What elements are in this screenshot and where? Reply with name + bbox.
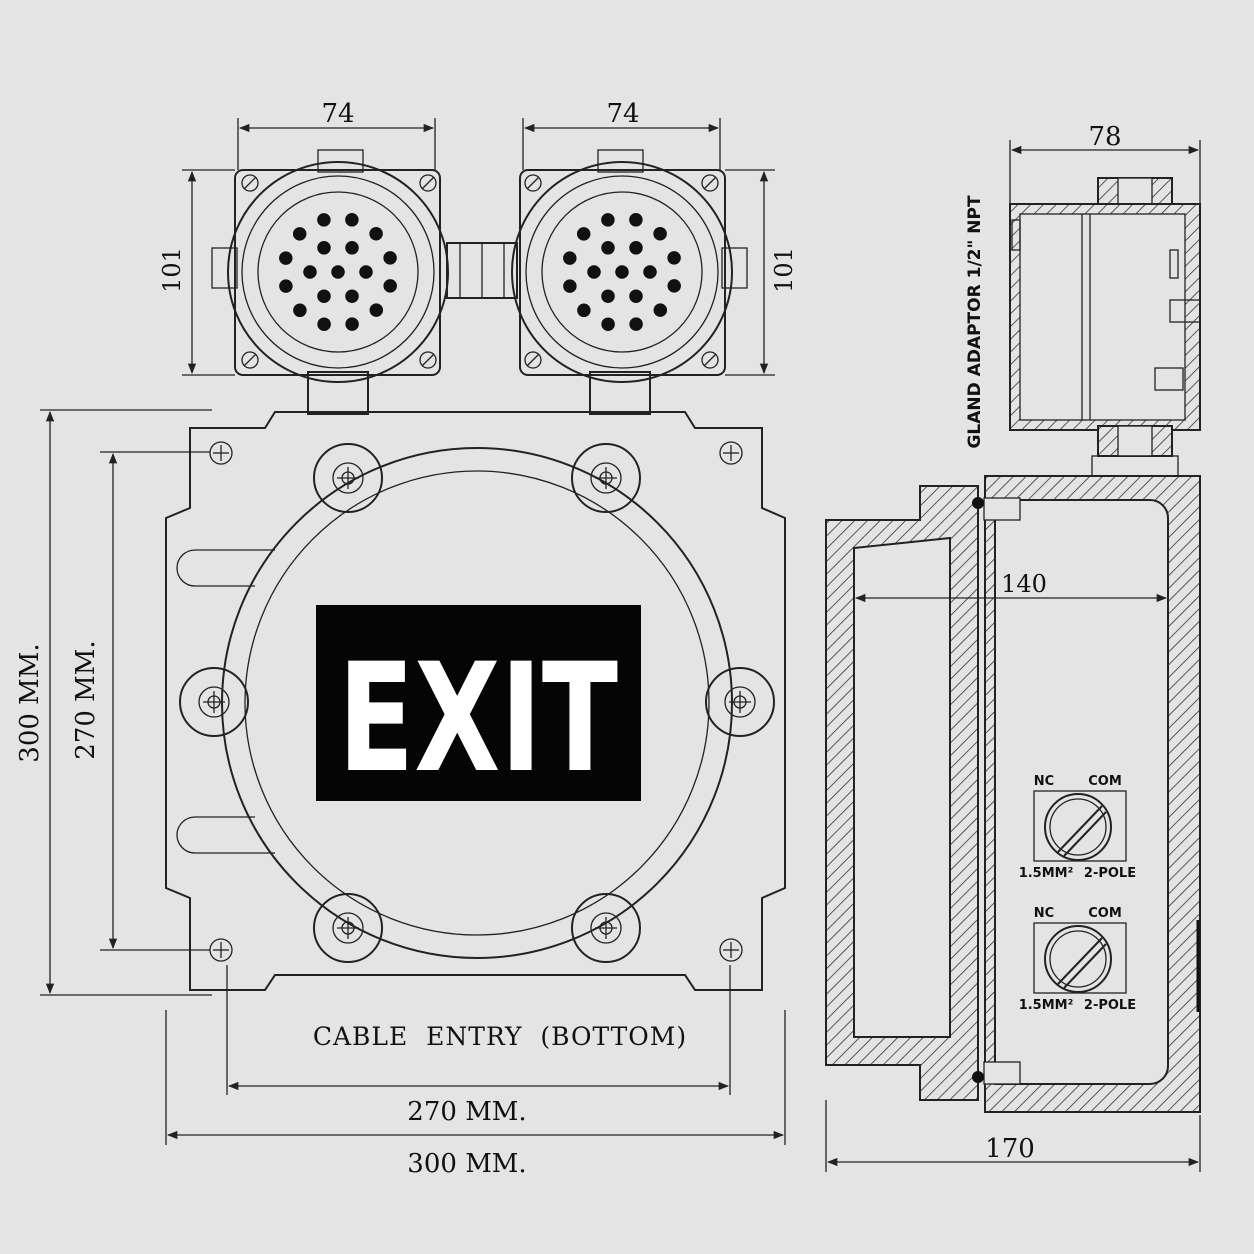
grille-hole (276, 276, 296, 296)
inner-height-label: 270 MM. (71, 640, 101, 759)
terminal-block-1: NC COM 1.5MM² 2-POLE (1019, 774, 1136, 881)
grille-hole (612, 262, 632, 282)
cable-entry-note: CABLE ENTRY (BOTTOM) (313, 1022, 687, 1051)
grille-hole (356, 262, 376, 282)
grille-hole (328, 262, 348, 282)
grille-hole (626, 210, 646, 230)
lamp-dimensions: 74 74 101 101 (158, 99, 798, 376)
grille-hole (314, 210, 334, 230)
exit-panel (316, 605, 641, 801)
grille-hole (626, 314, 646, 334)
front-dimensions: 300 MM. 270 MM. CABLE ENTRY (BOTTOM) 270… (15, 409, 786, 1179)
lamp-right-height-label: 101 (770, 247, 798, 293)
terminal-1-com: COM (1088, 774, 1122, 789)
side-total-depth-label: 170 (985, 1134, 1035, 1164)
grille-hole (560, 248, 580, 268)
grille-hole (598, 238, 618, 258)
lamp-right-width-label: 74 (606, 99, 639, 129)
lamp-left (211, 149, 449, 415)
terminal-1-wire: 1.5MM² (1019, 866, 1074, 881)
terminal-2-pole: 2-POLE (1084, 998, 1136, 1013)
lamp-heads (211, 149, 748, 415)
lamp-left-width-label: 74 (321, 99, 354, 129)
terminal-1-nc: NC (1034, 774, 1054, 789)
side-inner-depth-label: 140 (1001, 570, 1047, 598)
grille-hole (342, 238, 362, 258)
grille-hole (664, 276, 684, 296)
terminal-2-com: COM (1088, 906, 1122, 921)
grille-hole (574, 301, 594, 320)
grille-hole (640, 262, 660, 282)
grille-hole (290, 224, 309, 244)
gland-note: GLAND ADAPTOR 1/2" NPT (965, 195, 985, 448)
cover-lugs (179, 443, 775, 963)
grille-hole (650, 224, 670, 243)
exit-sign-text: EXIT (338, 632, 618, 806)
lamp-left-height-label: 101 (158, 247, 186, 293)
side-view: GLAND ADAPTOR 1/2" NPT 78 NC COM (825, 122, 1201, 1172)
grille-hole (626, 238, 646, 258)
grille-hole (314, 286, 334, 306)
grille-hole (560, 276, 580, 296)
grille-hole (664, 248, 684, 268)
terminal-2-nc: NC (1034, 906, 1054, 921)
cover-bolts (198, 462, 756, 944)
grille-hole (300, 262, 320, 282)
grille-hole (380, 276, 400, 296)
housing-section (825, 475, 1201, 1113)
grille-hole (598, 286, 618, 306)
grille-hole (584, 262, 604, 282)
grille-hole (314, 238, 334, 258)
front-body: EXIT (165, 411, 786, 991)
grille-hole (276, 248, 296, 268)
grille-hole (651, 300, 670, 320)
terminal-1-pole: 2-POLE (1084, 866, 1136, 881)
inner-width-label: 270 MM. (407, 1097, 526, 1127)
grille-hole (367, 300, 386, 320)
grille-hole (626, 286, 646, 306)
total-width-label: 300 MM. (407, 1149, 526, 1179)
grille-hole (342, 314, 362, 334)
total-height-label: 300 MM. (15, 643, 45, 762)
gland-width-label: 78 (1088, 122, 1121, 152)
terminal-2-wire: 1.5MM² (1019, 998, 1074, 1013)
grille-hole (598, 210, 618, 230)
grille-hole (290, 301, 310, 320)
terminal-block-2: NC COM 1.5MM² 2-POLE (1019, 906, 1136, 1013)
lamp-right (511, 149, 748, 415)
gland-adaptor: GLAND ADAPTOR 1/2" NPT 78 (965, 122, 1201, 477)
grille-hole (574, 224, 593, 244)
grille-hole (380, 248, 400, 268)
grille-hole (314, 314, 334, 334)
grille-hole (366, 224, 386, 243)
grille-hole (342, 210, 362, 230)
grille-hole (342, 286, 362, 306)
grille-hole (598, 314, 618, 334)
side-dimensions: 140 170 (825, 570, 1201, 1172)
